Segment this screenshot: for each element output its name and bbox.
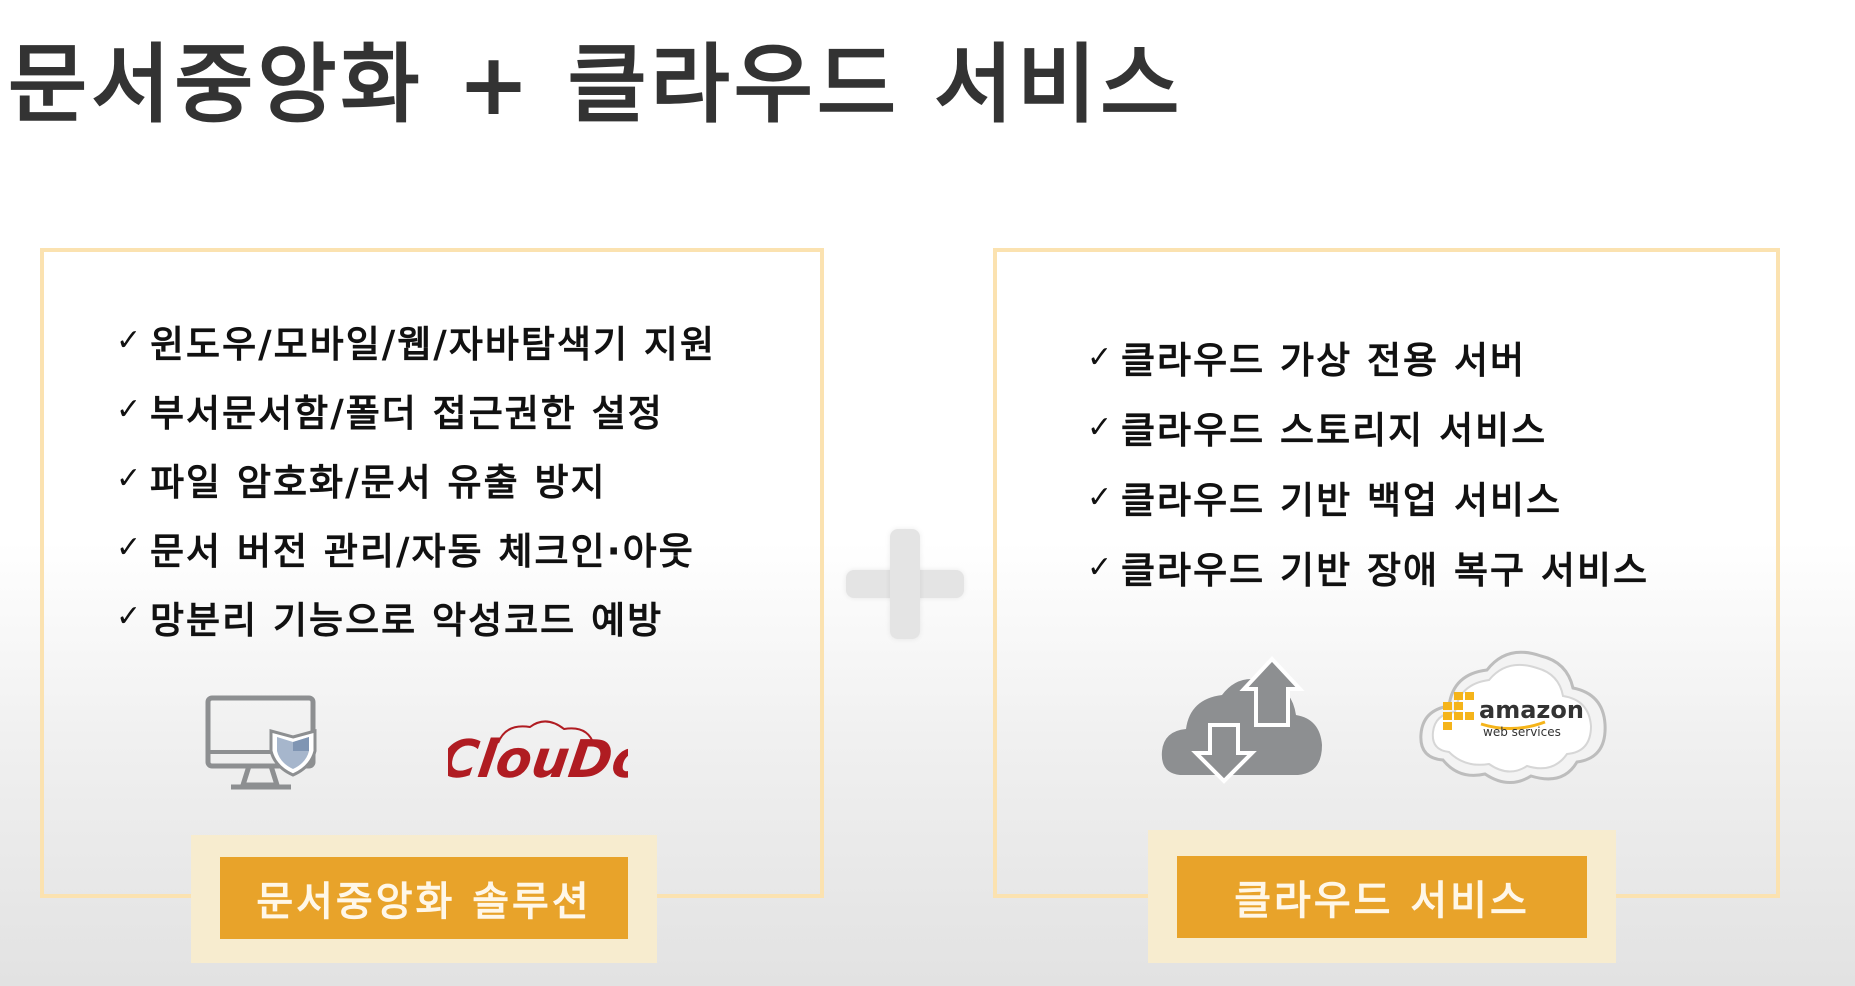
cloud-service-label: 클라우드 서비스	[1177, 856, 1587, 938]
plus-vertical-bar	[890, 529, 920, 639]
list-item-text: 파일 암호화/문서 유출 방지	[150, 460, 607, 504]
cloudoc-logo: ClouDoc	[448, 720, 628, 790]
monitor-shield-icon	[205, 695, 317, 790]
list-item-text: 클라우드 스토리지 서비스	[1121, 409, 1548, 452]
checkmark-icon: ✓	[116, 392, 144, 427]
list-item-text: 부서문서함/폴더 접근권한 설정	[150, 391, 664, 435]
list-item: ✓ 클라우드 스토리지 서비스	[1087, 392, 1649, 462]
list-item: ✓ 클라우드 기반 장애 복구 서비스	[1087, 532, 1649, 602]
cloudoc-logo-text: ClouDoc	[448, 730, 628, 790]
list-item: ✓ 윈도우/모바일/웹/자바탐색기 지원	[116, 306, 716, 375]
checkmark-icon: ✓	[1087, 479, 1115, 515]
list-item-text: 망분리 기능으로 악성코드 예방	[150, 598, 664, 642]
checkmark-icon: ✓	[116, 323, 144, 358]
checkmark-icon: ✓	[116, 530, 144, 565]
cloud-transfer-icon	[1161, 656, 1322, 784]
feature-list: ✓ 클라우드 가상 전용 서버 ✓ 클라우드 스토리지 서비스 ✓ 클라우드 기…	[1087, 322, 1649, 602]
cloud-service-panel: ✓ 클라우드 가상 전용 서버 ✓ 클라우드 스토리지 서비스 ✓ 클라우드 기…	[993, 248, 1780, 898]
list-item-text: 클라우드 가상 전용 서버	[1121, 339, 1527, 382]
checkmark-icon: ✓	[1087, 339, 1115, 375]
list-item-text: 윈도우/모바일/웹/자바탐색기 지원	[150, 322, 716, 366]
page-title: 문서중앙화 + 클라우드 서비스	[8, 35, 1184, 135]
list-item-text: 클라우드 기반 백업 서비스	[1121, 479, 1563, 522]
aws-logo-subtext: web services	[1483, 725, 1561, 739]
list-item: ✓ 문서 버전 관리/자동 체크인·아웃	[116, 513, 716, 582]
feature-list: ✓ 윈도우/모바일/웹/자바탐색기 지원 ✓ 부서문서함/폴더 접근권한 설정 …	[116, 306, 716, 651]
list-item: ✓ 클라우드 기반 백업 서비스	[1087, 462, 1649, 532]
cloud-service-label-frame: 클라우드 서비스	[1148, 830, 1616, 963]
aws-logo-text: amazon	[1479, 696, 1584, 724]
checkmark-icon: ✓	[1087, 409, 1115, 445]
list-item: ✓ 클라우드 가상 전용 서버	[1087, 322, 1649, 392]
checkmark-icon: ✓	[116, 599, 144, 634]
document-centralization-panel: ✓ 윈도우/모바일/웹/자바탐색기 지원 ✓ 부서문서함/폴더 접근권한 설정 …	[40, 248, 824, 898]
list-item-text: 문서 버전 관리/자동 체크인·아웃	[150, 529, 695, 573]
checkmark-icon: ✓	[116, 461, 144, 496]
list-item-text: 클라우드 기반 장애 복구 서비스	[1121, 549, 1650, 592]
list-item: ✓ 파일 암호화/문서 유출 방지	[116, 444, 716, 513]
list-item: ✓ 부서문서함/폴더 접근권한 설정	[116, 375, 716, 444]
document-centralization-label-frame: 문서중앙화 솔루션	[191, 835, 657, 963]
list-item: ✓ 망분리 기능으로 악성코드 예방	[116, 582, 716, 651]
aws-cloud-logo: amazon web services	[1419, 650, 1607, 784]
plus-icon	[846, 529, 964, 639]
checkmark-icon: ✓	[1087, 549, 1115, 585]
document-centralization-label: 문서중앙화 솔루션	[220, 857, 628, 939]
